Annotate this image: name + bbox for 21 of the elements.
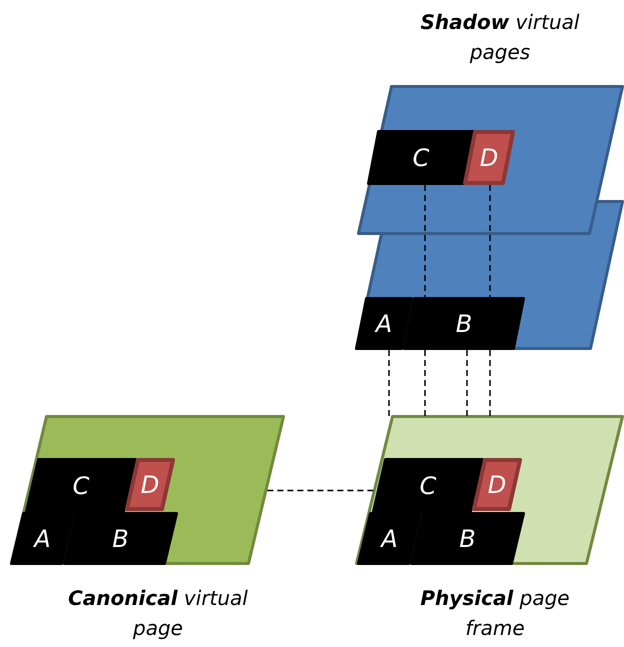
- block-letter: B: [459, 524, 476, 552]
- dashed-connector: [424, 350, 426, 416]
- block-letter: C: [420, 472, 436, 500]
- block-letter: D: [480, 144, 498, 172]
- page-caption: Physical page frame: [419, 585, 571, 642]
- block-letter: A: [376, 310, 392, 338]
- dashed-connector: [388, 350, 390, 416]
- page-caption: Canonical virtual page: [67, 585, 249, 642]
- block-letter: A: [381, 524, 398, 552]
- dashed-connector: [424, 185, 426, 297]
- block-letter: B: [112, 524, 129, 552]
- page-caption: Shadow virtual pages: [420, 9, 580, 66]
- dashed-connector: [489, 185, 491, 297]
- dashed-connector: [466, 350, 468, 416]
- block-letter: A: [34, 524, 51, 552]
- dashed-connector: [489, 350, 491, 416]
- block-letter: D: [140, 470, 160, 498]
- block-letter: C: [412, 144, 430, 172]
- block-letter: B: [456, 310, 472, 338]
- block-letter: C: [72, 472, 90, 500]
- block-letter: D: [488, 470, 506, 498]
